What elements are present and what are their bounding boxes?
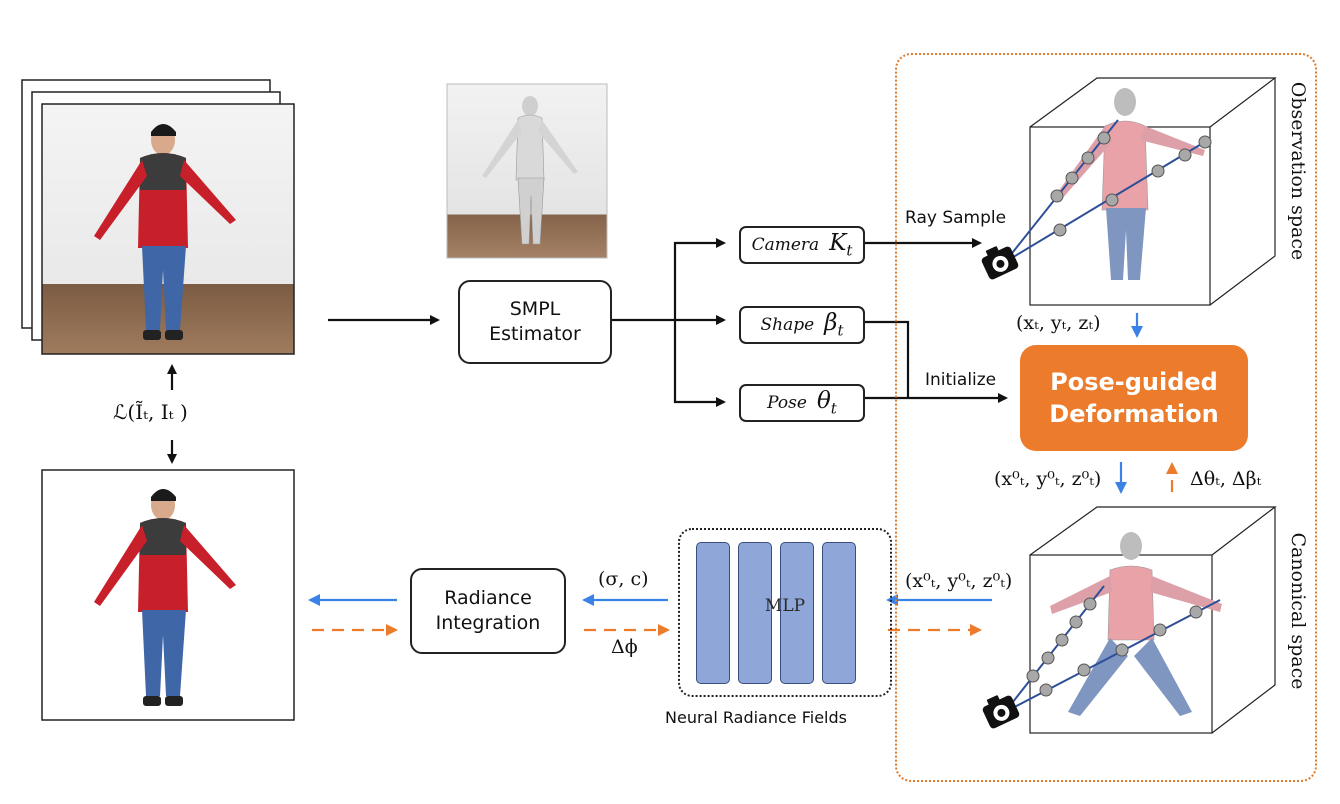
shape-param-name: Shape xyxy=(760,315,815,335)
canonical-coords: (x⁰ₜ, y⁰ₜ, z⁰ₜ) xyxy=(994,468,1102,490)
black-arrows xyxy=(167,238,1008,464)
radiance-integration-label-line2: Integration xyxy=(435,612,541,634)
deformation-region xyxy=(895,53,1317,782)
nerf-caption: Neural Radiance Fields xyxy=(665,708,847,727)
canonical-sample-points xyxy=(1026,597,1203,697)
input-person-figure xyxy=(94,124,236,340)
blue-arrows xyxy=(308,313,1143,606)
pose-guided-deformation-box: Pose-guided Deformation xyxy=(1020,345,1248,451)
observation-space-label: Observation space xyxy=(1287,81,1309,261)
delta-phi: Δϕ xyxy=(611,636,638,658)
orange-dashed-arrows xyxy=(312,462,1178,636)
deformation-label-line2: Deformation xyxy=(1049,400,1219,428)
radiance-integration-label-line1: Radiance xyxy=(444,587,532,610)
pose-param-symbol: θt xyxy=(816,388,837,418)
pose-shape-deltas: Δθₜ, Δβₜ xyxy=(1190,468,1262,490)
canonical-camera-icon xyxy=(982,695,1020,729)
mlp-layer-2 xyxy=(738,542,772,684)
density-color-output: (σ, c) xyxy=(598,568,649,590)
smpl-estimator-label-line1: SMPL xyxy=(509,298,561,321)
shape-param-symbol: βt xyxy=(824,310,844,340)
nerf-mlp-group: MLP xyxy=(678,528,892,697)
shape-param-box: Shape βt xyxy=(739,306,865,344)
observation-camera-icon xyxy=(981,246,1019,280)
initialize-label: Initialize xyxy=(925,370,997,390)
smpl-estimator-box: SMPL Estimator xyxy=(458,280,612,364)
arrow-branch-pose xyxy=(673,320,726,407)
smpl-estimator-label-line2: Estimator xyxy=(489,323,581,345)
canonical-coords-to-mlp: (x⁰ₜ, y⁰ₜ, z⁰ₜ) xyxy=(905,570,1013,592)
mlp-layer-3 xyxy=(780,542,814,684)
mlp-label: MLP xyxy=(764,596,806,616)
rendered-output-image xyxy=(41,469,295,721)
pose-param-name: Pose xyxy=(767,393,807,413)
observation-sample-points xyxy=(1050,131,1212,237)
camera-param-box: Camera Kt xyxy=(739,226,865,264)
smpl-fit-thumbnail xyxy=(446,83,608,259)
radiance-integration-box: Radiance Integration xyxy=(410,568,566,654)
canonical-person-figure xyxy=(1050,532,1222,716)
deformation-label-line1: Pose-guided xyxy=(1050,367,1218,396)
camera-param-name: Camera xyxy=(751,235,820,255)
loss-expression: ℒ(Ĩₜ, Iₜ ) xyxy=(113,400,188,424)
canonical-space-label: Canonical space xyxy=(1287,532,1309,690)
mlp-layer-1 xyxy=(696,542,730,684)
input-frame-stack xyxy=(21,79,295,355)
arrow-branch-camera xyxy=(673,238,726,320)
arrow-shape-to-deformation xyxy=(864,320,910,398)
ray-sample-label: Ray Sample xyxy=(905,208,1007,228)
observation-coords: (xₜ, yₜ, zₜ) xyxy=(1016,312,1101,334)
mlp-layer-4 xyxy=(822,542,856,684)
camera-param-symbol: Kt xyxy=(829,230,853,260)
pose-param-box: Pose θt xyxy=(739,384,865,422)
